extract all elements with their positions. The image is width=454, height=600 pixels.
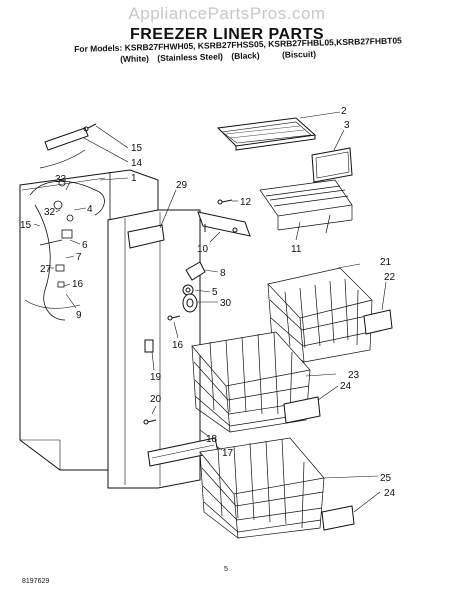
callout-1: 1 bbox=[131, 173, 137, 184]
top-trim-14 bbox=[39, 127, 89, 169]
shelf-bracket-10 bbox=[197, 211, 251, 237]
watermark: AppliancePartsPros.com bbox=[128, 4, 326, 23]
callout-30: 30 bbox=[220, 298, 232, 309]
screw-15 bbox=[83, 123, 97, 132]
wire-shelf-11 bbox=[259, 179, 353, 234]
callout-20: 20 bbox=[150, 394, 162, 405]
callout-8: 8 bbox=[220, 268, 226, 279]
wire-basket-23 bbox=[191, 331, 311, 433]
callout-labels: 2 3 15 14 1 33 29 12 4 32 15 6 27 7 10 1… bbox=[20, 106, 396, 499]
page-number: 5 bbox=[224, 566, 228, 573]
shelf-trim-3 bbox=[311, 147, 353, 183]
cam-5 bbox=[182, 284, 194, 296]
document-number: 8197629 bbox=[22, 578, 50, 585]
screw-12 bbox=[217, 199, 233, 205]
trim-rail-29 bbox=[127, 224, 165, 249]
callout-10: 10 bbox=[197, 244, 209, 255]
callout-3: 3 bbox=[344, 120, 350, 131]
callout-29: 29 bbox=[176, 180, 188, 191]
callout-16b: 16 bbox=[172, 340, 184, 351]
callout-24b: 24 bbox=[384, 488, 396, 499]
basket-front-24 bbox=[283, 396, 321, 424]
shelf-support-8 bbox=[185, 261, 206, 281]
callout-18: 18 bbox=[206, 434, 218, 445]
callout-33: 33 bbox=[55, 174, 67, 185]
callout-25: 25 bbox=[380, 473, 392, 484]
callout-11: 11 bbox=[291, 244, 302, 255]
callout-2: 2 bbox=[341, 106, 347, 117]
cam-30 bbox=[182, 293, 198, 313]
wiring-harness bbox=[29, 179, 105, 321]
callout-15b: 15 bbox=[20, 220, 32, 231]
callout-7: 7 bbox=[76, 252, 82, 263]
callout-21: 21 bbox=[380, 257, 392, 268]
callout-6: 6 bbox=[82, 240, 88, 251]
wire-basket-25 bbox=[199, 437, 325, 539]
callout-22: 22 bbox=[384, 272, 396, 283]
basket-front-22 bbox=[363, 309, 393, 335]
callout-14: 14 bbox=[131, 158, 143, 169]
callout-23: 23 bbox=[348, 370, 360, 381]
callout-24: 24 bbox=[340, 381, 352, 392]
screw-16b bbox=[167, 315, 181, 321]
callout-19: 19 bbox=[150, 372, 162, 383]
screw-20 bbox=[143, 419, 157, 425]
clip-19 bbox=[144, 339, 154, 353]
leader-lines bbox=[33, 111, 387, 513]
basket-front-24b bbox=[321, 505, 355, 531]
callout-17: 17 bbox=[222, 448, 234, 459]
side-wall-panel bbox=[107, 209, 201, 489]
callout-12: 12 bbox=[240, 197, 252, 208]
callout-5: 5 bbox=[212, 287, 218, 298]
callout-4: 4 bbox=[87, 204, 93, 215]
wire-basket-21 bbox=[267, 267, 373, 363]
page-title: FREEZER LINER PARTS bbox=[129, 26, 325, 43]
callout-16: 16 bbox=[72, 279, 84, 290]
callout-15: 15 bbox=[131, 143, 143, 154]
glass-shelf-2 bbox=[216, 117, 317, 151]
callout-9: 9 bbox=[76, 310, 82, 321]
callout-27: 27 bbox=[40, 264, 52, 275]
callout-32: 32 bbox=[44, 207, 56, 218]
